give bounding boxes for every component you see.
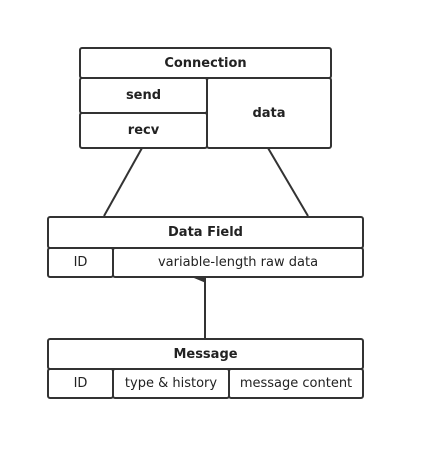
connection-send-cell: send [79,77,208,114]
connection-title: Connection [164,55,247,71]
message-type-history-cell: type & history [112,368,230,399]
datafield-header: Data Field [47,216,364,249]
connection-recv-cell: recv [79,112,208,149]
message-id-cell: ID [47,368,114,399]
datafield-title: Data Field [168,225,243,240]
datafield-id-cell: ID [47,247,114,278]
recv-label: recv [127,123,160,138]
connection-data-cell: data [206,77,332,149]
connection-to-datafield-right-line [267,147,309,217]
message-header: Message [47,338,364,370]
data-label: data [252,105,286,121]
message-id-label: ID [73,376,88,391]
datafield-raw-cell: variable-length raw data [112,247,364,278]
send-label: send [125,88,162,103]
connection-header: Connection [79,47,332,79]
datafield-raw-label: variable-length raw data [157,255,319,270]
message-content-label: message content [239,376,353,391]
message-content-cell: message content [228,368,364,399]
connection-to-datafield-left-line [103,147,143,217]
message-type-history-label: type & history [124,376,218,391]
datafield-id-label: ID [73,255,88,270]
message-title: Message [173,346,238,362]
